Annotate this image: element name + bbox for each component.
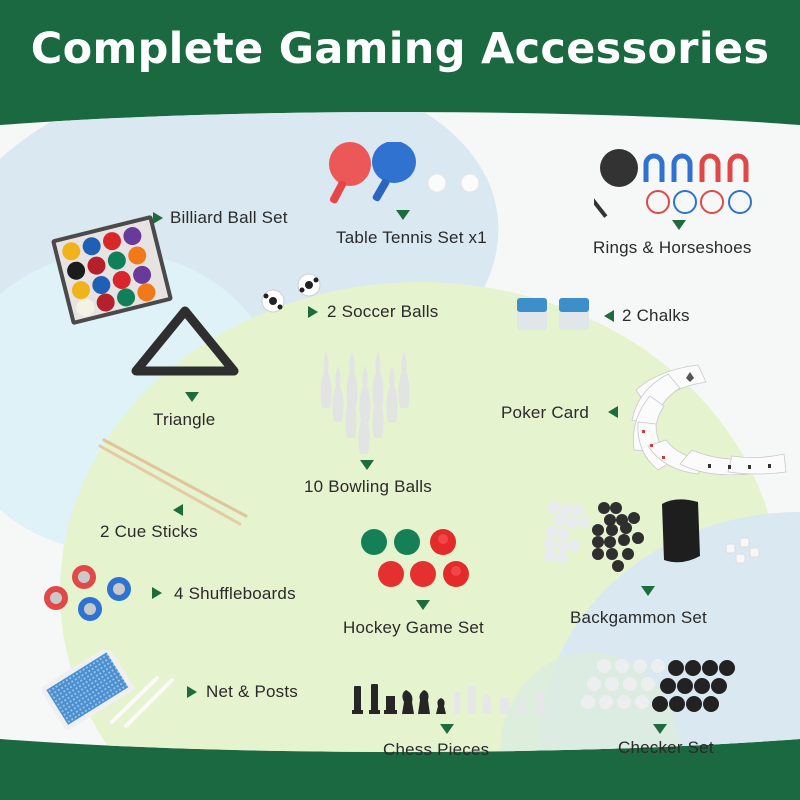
- arrow-left-icon: [173, 504, 183, 516]
- chalks-image: [516, 296, 592, 332]
- arrow-right-icon: [153, 212, 163, 224]
- label-billiard-ball-set: Billiard Ball Set: [170, 208, 288, 227]
- label-backgammon-set: Backgammon Set: [570, 608, 707, 627]
- rings-horseshoes-image: [584, 148, 764, 218]
- label-table-tennis-set: Table Tennis Set x1: [336, 228, 487, 247]
- arrow-down-icon: [416, 600, 430, 610]
- net-and-posts-image: [39, 645, 182, 732]
- label-poker-card: Poker Card: [501, 403, 589, 422]
- label-cue-sticks: 2 Cue Sticks: [100, 522, 198, 541]
- label-triangle: Triangle: [153, 410, 216, 429]
- label-chess-pieces: Chess Pieces: [383, 740, 490, 759]
- billiard-triangle-image: [130, 305, 240, 380]
- arrow-down-icon: [396, 210, 410, 220]
- label-soccer-balls: 2 Soccer Balls: [327, 302, 439, 321]
- cue-sticks-image: [98, 438, 248, 528]
- soccer-balls-image: [260, 272, 330, 317]
- arrow-down-icon: [440, 724, 454, 734]
- page-title: Complete Gaming Accessories: [30, 24, 770, 74]
- poker-card-fan-image: [628, 360, 788, 476]
- arrow-down-icon: [672, 220, 686, 230]
- backgammon-set-image: [538, 498, 760, 584]
- checker-set-image: [580, 656, 740, 718]
- chess-pieces-image: [350, 682, 560, 716]
- shuffleboards-image: [42, 565, 134, 627]
- bowling-pins-image: [318, 350, 418, 460]
- label-rings-horseshoes: Rings & Horseshoes: [593, 238, 752, 257]
- billiard-ball-box-image: [50, 212, 173, 325]
- table-tennis-set-image: [322, 141, 492, 212]
- arrow-right-icon: [308, 306, 318, 318]
- arrow-left-icon: [604, 310, 614, 322]
- hockey-game-set-image: [360, 527, 470, 593]
- label-shuffleboards: 4 Shuffleboards: [174, 584, 296, 603]
- arrow-right-icon: [152, 587, 162, 599]
- arrow-down-icon: [653, 724, 667, 734]
- label-hockey-game-set: Hockey Game Set: [343, 618, 484, 637]
- label-net-posts: Net & Posts: [206, 682, 298, 701]
- label-bowling-balls: 10 Bowling Balls: [304, 477, 432, 496]
- arrow-right-icon: [187, 686, 197, 698]
- label-checker-set: Checker Set: [618, 738, 714, 757]
- arrow-down-icon: [641, 586, 655, 596]
- label-chalks: 2 Chalks: [622, 306, 690, 325]
- arrow-left-icon: [608, 406, 618, 418]
- arrow-down-icon: [185, 392, 199, 402]
- arrow-down-icon: [360, 460, 374, 470]
